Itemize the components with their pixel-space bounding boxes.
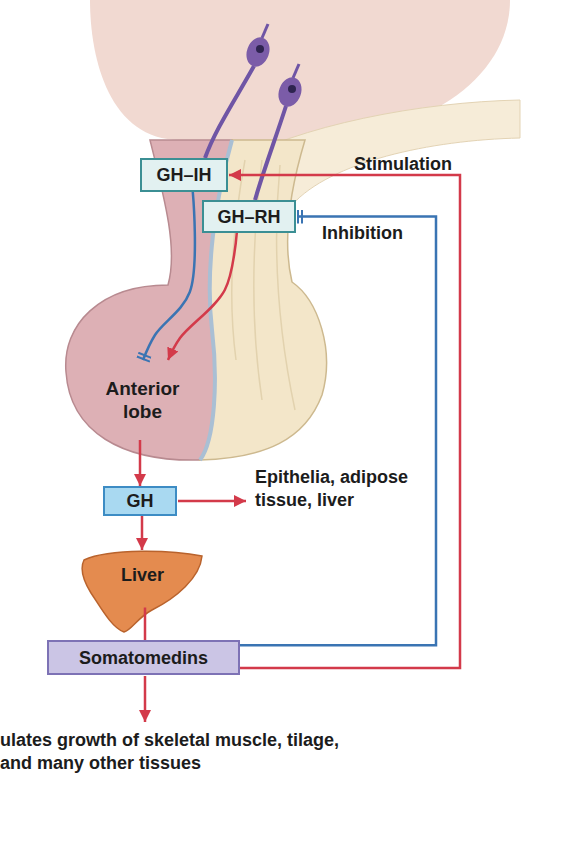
connector-arrow	[229, 175, 460, 668]
organ-shape: Liver	[80, 548, 205, 633]
hormone-box: GH	[103, 486, 177, 516]
posterior-fibers	[232, 160, 295, 410]
annotation-text: Epithelia, adipose tissue, liver	[255, 466, 423, 512]
anterior-lobe-shape	[66, 140, 232, 460]
effect-arrow	[144, 676, 147, 722]
target-arrow	[178, 500, 246, 503]
edge-label: Inhibition	[322, 222, 403, 244]
connector-arrow	[141, 516, 144, 550]
hormone-box: Somatomedins	[47, 640, 240, 675]
neuron-axon	[255, 106, 286, 200]
gland-lobe: Anterior lobe	[85, 360, 200, 440]
neuron-dendrite	[293, 64, 299, 78]
connector-arrow	[168, 233, 237, 360]
neuron-body	[243, 34, 274, 70]
node-label: GH	[127, 490, 154, 512]
liver-shape	[80, 548, 205, 633]
liver-outline	[82, 551, 202, 632]
neuron-body	[275, 74, 306, 110]
connector-arrow	[240, 217, 436, 646]
hormone-box: GH–RH	[202, 200, 296, 233]
node-label: GH–RH	[217, 206, 280, 228]
neuron-axon	[205, 66, 254, 158]
node-label: Liver	[121, 564, 164, 586]
node-label: Anterior lobe	[85, 377, 200, 423]
connector-arrow	[143, 192, 195, 360]
hormone-box: GH–IH	[140, 158, 228, 192]
node-label: GH–IH	[156, 164, 211, 186]
neuron-nucleus	[256, 45, 264, 53]
edge-label: Stimulation	[354, 153, 452, 175]
connector-arrow	[139, 440, 142, 486]
neuron-dendrite	[262, 24, 268, 38]
node-label: Somatomedins	[79, 647, 208, 669]
annotation-text: ulates growth of skeletal muscle, tilage…	[0, 729, 355, 775]
neuron-nucleus	[288, 85, 296, 93]
